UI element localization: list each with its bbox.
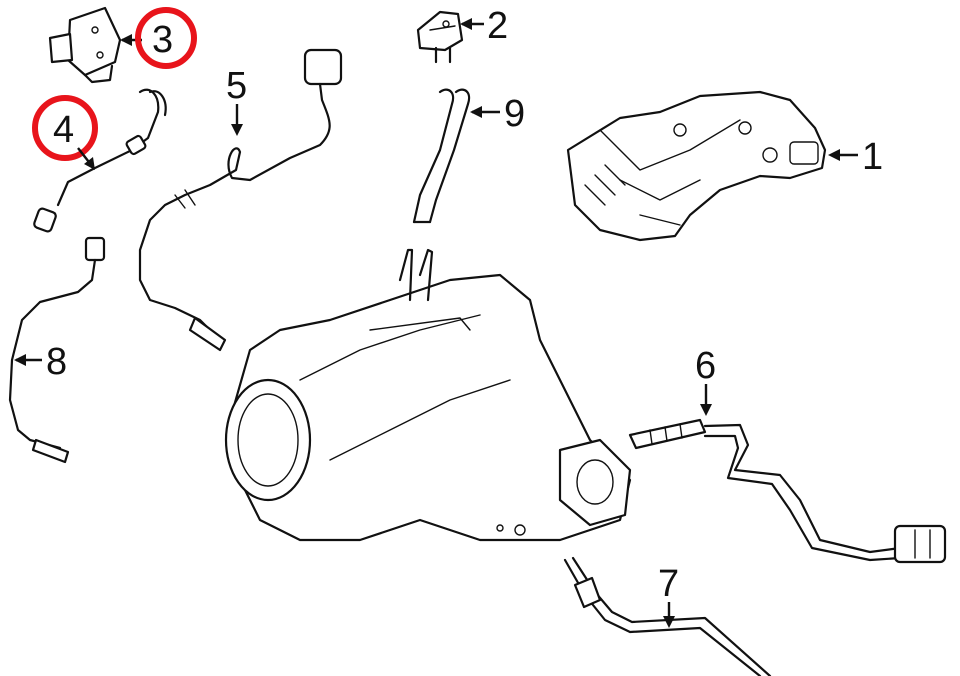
part-1-actuator-bracket <box>566 90 827 242</box>
callout-8: 8 <box>14 341 67 383</box>
highlight-circle-4 <box>32 95 98 161</box>
part-9-hoses <box>412 88 471 224</box>
callout-3: 3 <box>120 7 197 69</box>
callout-4: 4 <box>32 95 98 170</box>
svg-text:3: 3 <box>152 19 173 61</box>
part-2-pressure-sensor <box>416 10 464 64</box>
callout-9: 9 <box>470 93 525 135</box>
callout-7: 7 <box>658 563 679 628</box>
part-7-temperature-sensor <box>563 556 772 676</box>
svg-text:5: 5 <box>226 65 247 107</box>
svg-text:1: 1 <box>862 136 883 178</box>
part-6-oxygen-sensor <box>628 418 947 564</box>
callout-1: 1 <box>828 136 883 178</box>
highlight-circle-3 <box>135 7 197 69</box>
svg-text:2: 2 <box>487 5 508 47</box>
part-4-sensor-cable <box>33 88 167 233</box>
part-5-oxygen-sensor <box>138 48 343 352</box>
svg-text:8: 8 <box>46 341 67 383</box>
svg-text:7: 7 <box>658 563 679 605</box>
callout-5: 5 <box>226 65 247 136</box>
callout-2: 2 <box>460 5 508 47</box>
part-3-control-module <box>48 6 122 84</box>
svg-text:6: 6 <box>695 345 716 387</box>
svg-text:9: 9 <box>504 93 525 135</box>
part-8-oxygen-sensor <box>8 236 106 464</box>
svg-text:4: 4 <box>53 109 74 151</box>
diesel-particulate-filter <box>224 248 632 542</box>
callout-6: 6 <box>695 345 716 416</box>
